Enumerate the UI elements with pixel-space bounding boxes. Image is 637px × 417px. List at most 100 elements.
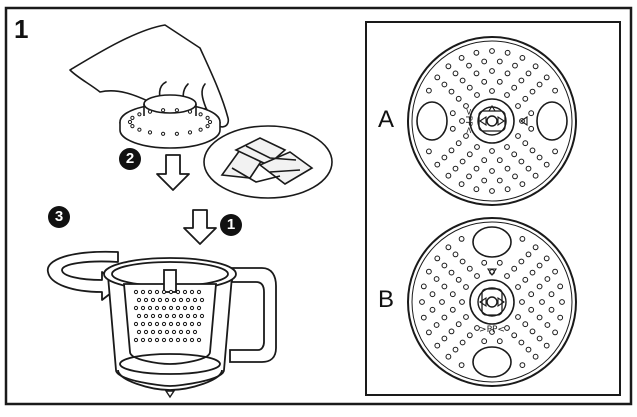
hole (175, 337, 181, 343)
hole (445, 244, 452, 251)
hole (543, 161, 550, 168)
hole (174, 108, 179, 113)
hole (171, 329, 177, 335)
hole (171, 313, 177, 319)
hole (522, 321, 529, 328)
hole (525, 251, 532, 258)
hole (178, 297, 184, 303)
disc-a-label: A (378, 106, 395, 133)
hole (150, 313, 156, 319)
hole (445, 63, 452, 70)
hole (459, 118, 465, 124)
hole (496, 58, 503, 65)
hole (445, 172, 452, 179)
hole (466, 265, 473, 272)
hole (161, 108, 166, 113)
hole (452, 251, 459, 258)
hole (150, 329, 156, 335)
hole (140, 289, 146, 295)
hole (525, 165, 532, 172)
hole (452, 346, 459, 353)
disc-a-holes (426, 48, 558, 194)
hole (441, 283, 448, 290)
hole (171, 297, 177, 303)
hole (489, 68, 495, 74)
hole (192, 329, 198, 335)
hole (434, 342, 441, 349)
down-arrow-1 (183, 209, 217, 245)
hole (168, 305, 174, 311)
hole (473, 70, 480, 77)
hole (458, 181, 465, 188)
food-processor-bowl (103, 257, 277, 391)
hole (429, 291, 436, 298)
hole (196, 337, 202, 343)
hole (137, 127, 142, 132)
hole (198, 127, 203, 132)
hole (496, 259, 503, 266)
hole (543, 255, 550, 262)
hole (441, 314, 448, 321)
disc-a: >PP< (407, 36, 577, 206)
hole (455, 321, 462, 328)
hole (449, 110, 456, 117)
hole (154, 305, 160, 311)
hole (182, 337, 188, 343)
disc-in-hand (119, 94, 221, 149)
hole (496, 338, 503, 345)
hole (452, 70, 459, 77)
hole (557, 283, 564, 290)
hole (143, 313, 149, 319)
hole (178, 313, 184, 319)
hole (164, 313, 170, 319)
hole (489, 148, 495, 154)
hole (449, 306, 456, 313)
hole (426, 268, 432, 275)
hole (458, 55, 465, 61)
hole (525, 70, 532, 77)
hole (157, 329, 163, 335)
hole (536, 335, 543, 342)
hole (189, 289, 195, 295)
hole (511, 265, 518, 272)
hole (504, 325, 510, 331)
hole (552, 148, 558, 155)
hole (466, 151, 473, 158)
hole (481, 259, 488, 266)
hole (459, 77, 466, 84)
hole (433, 322, 440, 328)
hole (459, 299, 465, 305)
hole (536, 262, 543, 269)
hole (466, 62, 472, 69)
hole (518, 158, 525, 165)
hole (489, 88, 495, 94)
basket-holes (133, 289, 205, 343)
hole (525, 346, 532, 353)
hole (147, 321, 153, 327)
hole (496, 157, 503, 164)
hole (185, 329, 191, 335)
hole (459, 339, 466, 346)
hole (429, 306, 436, 313)
hole (130, 115, 135, 121)
hole (207, 119, 213, 125)
disc-a-right-cutout (536, 101, 568, 141)
hole (518, 77, 525, 84)
hole (481, 338, 488, 345)
hole (150, 297, 156, 303)
hole (182, 305, 188, 311)
hole (529, 147, 536, 154)
hole (426, 87, 432, 94)
hole (474, 144, 480, 150)
hole (196, 289, 202, 295)
bowl-indicator (164, 390, 176, 399)
hole (196, 321, 202, 327)
hole (420, 314, 427, 321)
hole (536, 314, 543, 321)
hole (140, 337, 146, 343)
hole (512, 62, 518, 69)
hole (441, 262, 448, 269)
hole (466, 173, 472, 180)
hole (199, 297, 205, 303)
